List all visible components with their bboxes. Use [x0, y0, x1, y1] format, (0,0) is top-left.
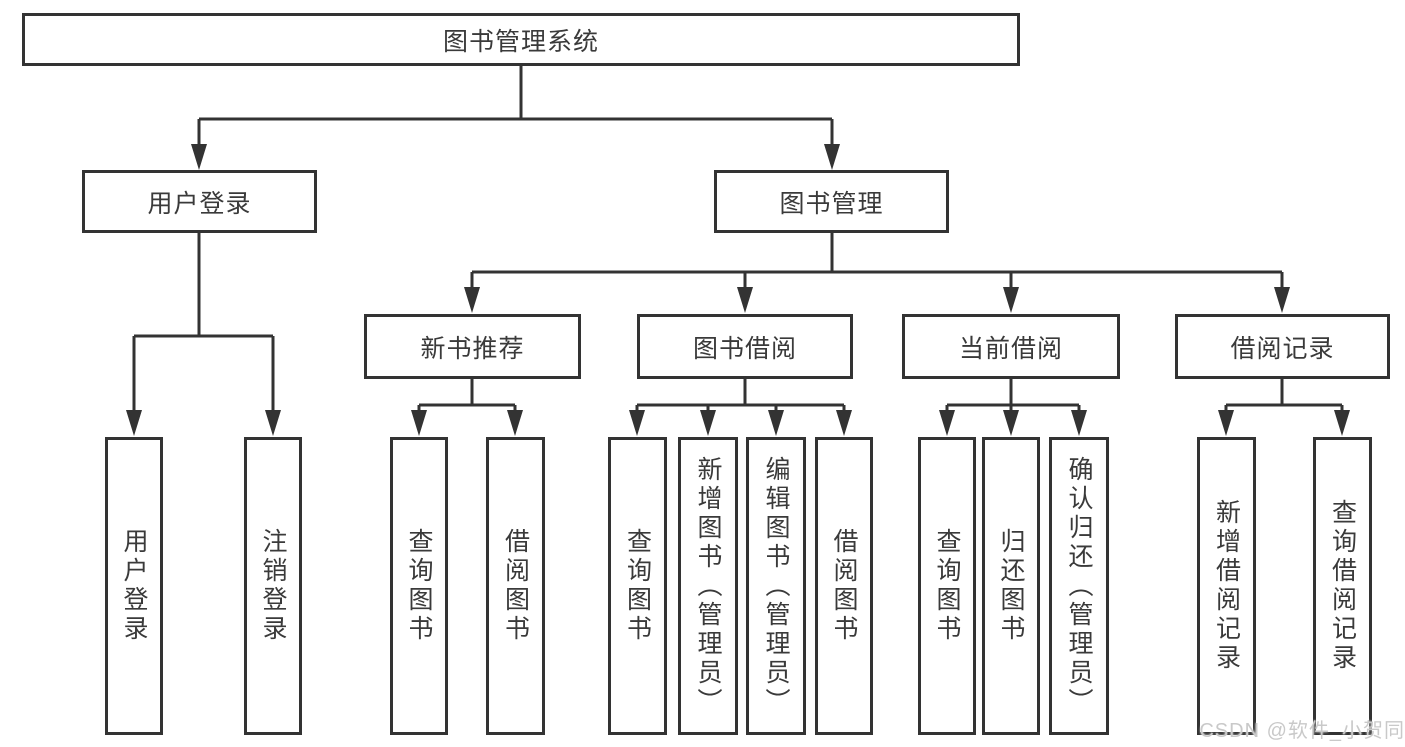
- leaf-borrowing-borrow-books: 借阅图书: [815, 437, 873, 735]
- leaf-recommend-borrow-books: 借阅图书: [486, 437, 545, 735]
- leaf-current-confirm-return-admin: 确认归还（管理员）: [1049, 437, 1109, 735]
- leaf-current-query-books: 查询图书: [918, 437, 976, 735]
- leaf-logout: 注销登录: [244, 437, 302, 735]
- leaf-records-query-borrow-record: 查询借阅记录: [1313, 437, 1372, 735]
- leaf-records-add-borrow-record: 新增借阅记录: [1197, 437, 1256, 735]
- node-borrowing-records: 借阅记录: [1175, 314, 1390, 379]
- leaf-current-return-books: 归还图书: [982, 437, 1040, 735]
- csdn-watermark: CSDN @软件_小贺同学: [1199, 720, 1405, 742]
- leaf-user-login: 用户登录: [105, 437, 163, 735]
- node-library-management-system: 图书管理系统: [22, 13, 1020, 66]
- node-current-borrowing: 当前借阅: [902, 314, 1120, 379]
- leaf-borrowing-query-books: 查询图书: [608, 437, 667, 735]
- leaf-recommend-query-books: 查询图书: [390, 437, 448, 735]
- node-book-management: 图书管理: [714, 170, 949, 233]
- leaf-borrowing-add-books-admin: 新增图书（管理员）: [678, 437, 738, 735]
- node-book-borrowing: 图书借阅: [637, 314, 853, 379]
- leaf-borrowing-edit-books-admin: 编辑图书（管理员）: [746, 437, 806, 735]
- node-new-book-recommendation: 新书推荐: [364, 314, 581, 379]
- node-user-login: 用户登录: [82, 170, 317, 233]
